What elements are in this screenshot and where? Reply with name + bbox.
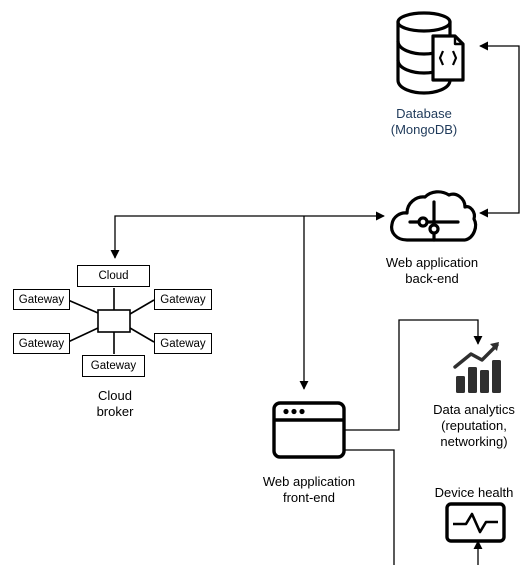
backend-label: Web application back-end xyxy=(370,255,494,287)
broker-hub xyxy=(97,309,131,333)
backend-label-line2: back-end xyxy=(405,271,459,286)
connectors xyxy=(110,41,520,565)
device-health-label: Device health xyxy=(434,485,514,500)
broker-label-line1: Cloud xyxy=(98,388,132,403)
frontend-label-line2: front-end xyxy=(282,490,336,505)
backend-broker-connector xyxy=(110,211,385,259)
gateway-box-bottom-left: Gateway xyxy=(13,333,70,354)
frontend-label: Web application front-end xyxy=(247,474,371,506)
analytics-label: Data analytics (reputation, networking) xyxy=(422,402,523,450)
frontend-analytics-connector xyxy=(345,319,483,431)
frontend-devicehealth-connector xyxy=(345,449,395,565)
gateway-box-bottom-right: Gateway xyxy=(154,333,212,354)
backend-label-line1: Web application xyxy=(385,255,479,270)
analytics-label-line2: (reputation, xyxy=(441,418,507,433)
gateway-box-top-right: Gateway xyxy=(154,289,212,310)
db-backend-connector xyxy=(479,41,520,218)
broker-links xyxy=(67,288,155,354)
backend-cloud-puzzle-icon xyxy=(390,190,478,242)
frontend-label-line1: Web application xyxy=(262,474,356,489)
analytics-chart-icon xyxy=(453,342,501,393)
broker-label-line2: broker xyxy=(96,404,134,419)
database-icon xyxy=(396,11,465,95)
gateway-box-top-left: Gateway xyxy=(13,289,70,310)
browser-window-icon xyxy=(272,401,346,459)
gateway-box-bottom-center: Gateway xyxy=(82,355,145,377)
database-label: Database (MongoDB) xyxy=(374,106,474,138)
broker-label: Cloud broker xyxy=(70,388,160,420)
cloud-box: Cloud xyxy=(77,265,150,287)
analytics-label-line1: Data analytics xyxy=(433,402,515,417)
database-label-line2: (MongoDB) xyxy=(390,122,458,137)
analytics-label-line3: networking) xyxy=(440,434,508,449)
database-label-line1: Database xyxy=(396,106,452,121)
device-health-monitor-icon xyxy=(445,502,506,543)
